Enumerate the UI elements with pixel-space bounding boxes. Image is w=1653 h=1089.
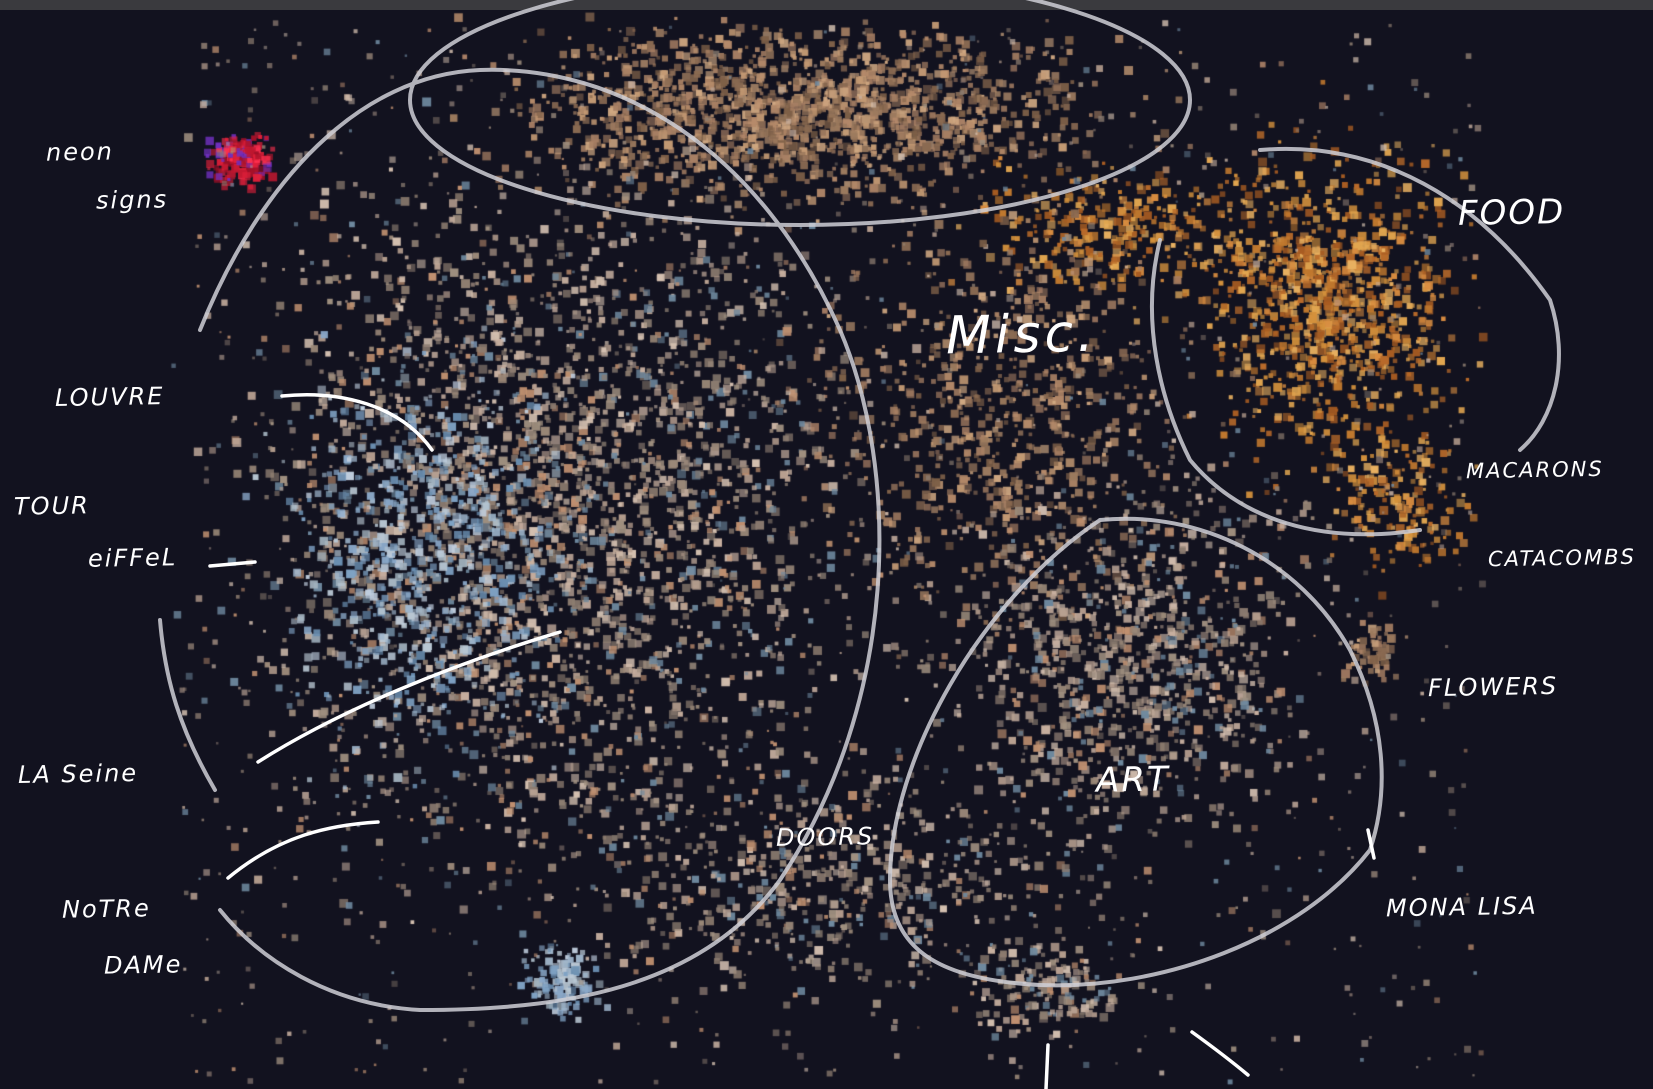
label-flowers: FLOWERS <box>1427 671 1559 703</box>
label-catacombs: CATACOMBS <box>1487 544 1637 572</box>
label-la-seine: LA Seine <box>17 758 139 790</box>
label-art: ART <box>1095 759 1170 801</box>
label-tour-eiffel-line2: eiFFeL <box>87 543 178 573</box>
bottom-pointer-1 <box>1044 1043 1050 1089</box>
top-cluster-ellipse <box>408 0 1192 227</box>
notre-dame-pointer <box>226 820 380 880</box>
la-seine-pointer <box>256 630 562 764</box>
label-notre-dame-line2: DAMe <box>103 950 183 980</box>
food-cluster-arc <box>1258 146 1561 452</box>
label-food: FOOD <box>1457 192 1566 234</box>
mona-lisa-pointer <box>1366 828 1376 860</box>
label-notre-dame-line1: NoTRe <box>61 894 151 924</box>
art-cluster-outline <box>887 516 1384 988</box>
label-louvre: LOUVRE <box>54 382 165 412</box>
label-neon-signs-line1: neon <box>45 137 115 167</box>
bottom-pointer-2 <box>1190 1030 1250 1077</box>
louvre-pointer <box>280 392 434 452</box>
label-tour-eiffel-line1: TOUR <box>13 491 91 521</box>
eiffel-underline <box>208 560 257 568</box>
label-misc: Misc. <box>945 303 1099 367</box>
food-cluster-arc-inner <box>1150 238 1422 537</box>
left-cluster-arc <box>198 67 882 1013</box>
label-macarons: MACARONS <box>1465 456 1604 484</box>
left-cluster-arc-lower <box>158 618 217 792</box>
label-mona-lisa: MONA LISA <box>1385 891 1538 923</box>
label-neon-signs-line2: signs <box>95 185 169 215</box>
label-doors: DOORS <box>775 822 875 852</box>
